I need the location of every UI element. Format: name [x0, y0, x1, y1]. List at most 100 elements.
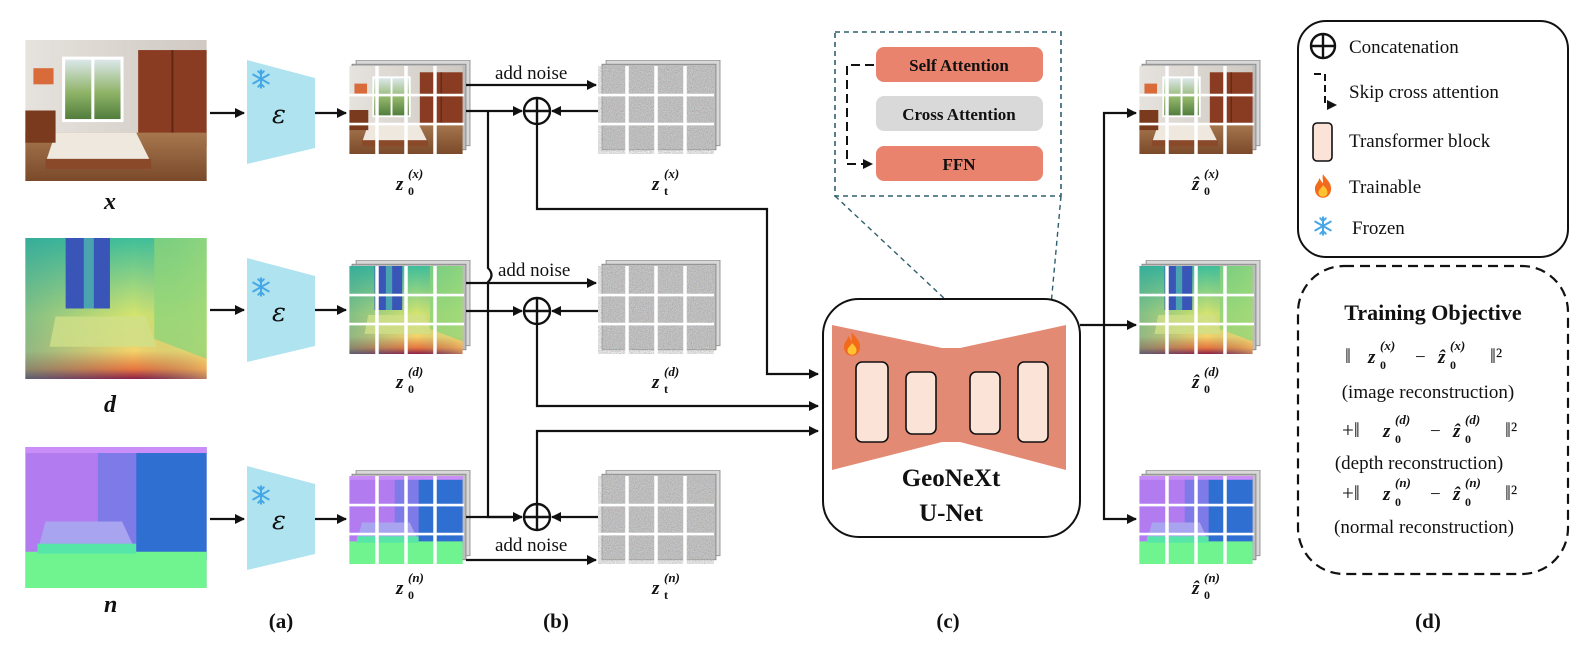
svg-text:+‖: +‖ — [1342, 481, 1360, 505]
label-z0-depth: z 0 (d) — [395, 364, 423, 396]
svg-text:0: 0 — [408, 184, 414, 198]
concat-node-normal — [522, 502, 552, 532]
ffn-block: FFN — [876, 146, 1043, 181]
svg-text:0: 0 — [1465, 495, 1471, 509]
svg-text:Skip cross attention: Skip cross attention — [1349, 82, 1499, 103]
label-d: d — [104, 392, 117, 418]
svg-text:(n): (n) — [1395, 475, 1411, 490]
svg-text:‖²: ‖² — [1490, 344, 1502, 368]
output-zhat-depth — [1138, 260, 1261, 354]
svg-text:(image reconstruction): (image reconstruction) — [1342, 382, 1515, 403]
svg-text:−: − — [1430, 484, 1441, 505]
svg-text:(x): (x) — [408, 166, 423, 181]
cross-attention-block: Cross Attention — [876, 96, 1043, 131]
encoder-image: ε — [247, 60, 315, 164]
svg-text:0: 0 — [1204, 184, 1210, 198]
svg-text:(d): (d) — [1395, 412, 1410, 427]
svg-text:(normal reconstruction): (normal reconstruction) — [1334, 517, 1514, 538]
svg-text:z: z — [1382, 484, 1391, 505]
svg-text:0: 0 — [1450, 358, 1456, 372]
panel-label-c: (c) — [936, 609, 959, 633]
panel-label-b: (b) — [543, 609, 569, 633]
svg-text:0: 0 — [408, 382, 414, 396]
panel-label-a: (a) — [269, 609, 294, 633]
geonext-unet: GeoNeXt U-Net — [822, 298, 1081, 538]
svg-text:ε: ε — [272, 298, 286, 328]
svg-text:Frozen: Frozen — [1352, 218, 1405, 239]
svg-text:ẑ: ẑ — [1191, 372, 1200, 393]
svg-text:(n): (n) — [1204, 570, 1220, 585]
svg-text:Transformer block: Transformer block — [1349, 131, 1491, 152]
self-attention-block: Self Attention — [876, 47, 1043, 82]
label-zhat-normal: ẑ 0 (n) — [1191, 570, 1220, 602]
svg-text:t: t — [664, 184, 668, 198]
svg-text:z: z — [651, 174, 660, 195]
input-normal — [25, 447, 207, 588]
svg-text:Self Attention: Self Attention — [909, 56, 1009, 75]
add-noise-label-3: add noise — [495, 535, 567, 556]
latent-z0-normal — [348, 470, 471, 564]
svg-text:(x): (x) — [1450, 338, 1465, 353]
training-objective: Training Objective ‖ z 0 (x) − ẑ 0 (x) ‖… — [1296, 264, 1570, 576]
svg-text:Training Objective: Training Objective — [1344, 300, 1522, 325]
output-zhat-normal — [1138, 470, 1261, 564]
svg-text:(x): (x) — [1204, 166, 1219, 181]
svg-text:(d): (d) — [408, 364, 423, 379]
svg-text:z: z — [651, 578, 660, 599]
concat-node-image — [522, 96, 552, 126]
label-zhat-depth: ẑ 0 (d) — [1191, 364, 1219, 396]
skip-cross-attention-arrow — [846, 64, 874, 169]
legend: Concatenation Skip cross attention Trans… — [1297, 20, 1569, 258]
label-x: x — [103, 189, 116, 215]
svg-text:ẑ: ẑ — [1437, 347, 1446, 368]
svg-text:t: t — [664, 588, 668, 602]
label-zt-normal: z t (n) — [651, 570, 680, 602]
latent-zt-image — [598, 60, 721, 154]
panel-label-d: (d) — [1415, 609, 1441, 633]
svg-text:−: − — [1430, 421, 1441, 442]
add-noise-label-2: add noise — [498, 260, 570, 281]
svg-text:ε: ε — [272, 100, 286, 130]
label-zt-depth: z t (d) — [651, 364, 679, 396]
input-image — [22, 40, 210, 181]
svg-text:0: 0 — [1465, 432, 1471, 446]
svg-text:(d): (d) — [1204, 364, 1219, 379]
svg-text:(n): (n) — [1465, 475, 1481, 490]
latent-zt-normal — [598, 470, 721, 564]
svg-text:ẑ: ẑ — [1452, 421, 1461, 442]
svg-text:(n): (n) — [664, 570, 680, 585]
latent-z0-image — [348, 60, 471, 154]
svg-text:ẑ: ẑ — [1452, 484, 1461, 505]
svg-text:(d): (d) — [664, 364, 679, 379]
svg-text:(x): (x) — [664, 166, 679, 181]
svg-text:z: z — [395, 372, 404, 393]
svg-text:0: 0 — [1395, 495, 1401, 509]
label-z0-normal: z 0 (n) — [395, 570, 424, 602]
concat-node-depth — [522, 296, 552, 326]
encoder-depth: ε — [247, 258, 315, 362]
svg-text:Trainable: Trainable — [1349, 177, 1421, 198]
svg-text:Cross Attention: Cross Attention — [902, 105, 1016, 124]
svg-text:‖: ‖ — [1345, 344, 1351, 368]
legend-skip-arrow-icon — [1314, 73, 1337, 110]
svg-text:FFN: FFN — [942, 155, 976, 174]
svg-text:GeoNeXt: GeoNeXt — [902, 465, 1001, 492]
svg-text:z: z — [651, 372, 660, 393]
attention-detail-box — [834, 31, 1062, 197]
encoder-normal: ε — [247, 466, 315, 570]
latent-z0-depth — [348, 260, 471, 354]
latent-zt-depth — [598, 260, 721, 354]
svg-text:t: t — [664, 382, 668, 396]
legend-concat-icon — [1309, 32, 1337, 60]
label-n: n — [104, 592, 117, 618]
svg-text:ẑ: ẑ — [1191, 578, 1200, 599]
label-z0-image: z 0 (x) — [395, 166, 423, 198]
svg-text:Concatenation: Concatenation — [1349, 37, 1459, 58]
svg-text:ẑ: ẑ — [1191, 174, 1200, 195]
svg-text:(n): (n) — [408, 570, 424, 585]
add-noise-label-1: add noise — [495, 63, 567, 84]
svg-text:0: 0 — [1204, 588, 1210, 602]
svg-text:0: 0 — [1395, 432, 1401, 446]
svg-text:(d): (d) — [1465, 412, 1480, 427]
